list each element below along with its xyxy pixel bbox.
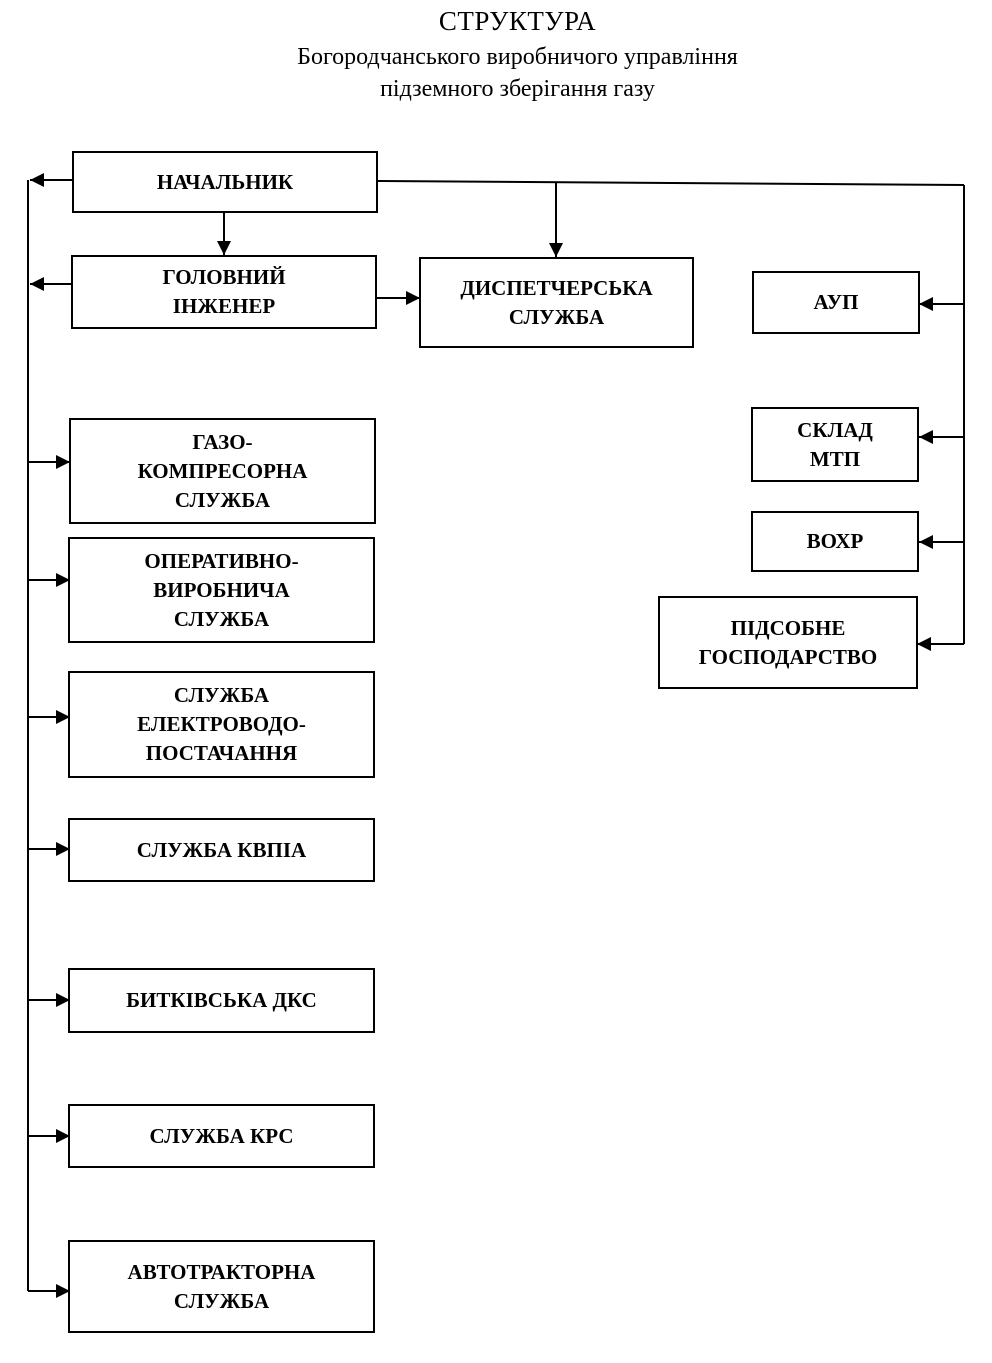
kvpia-label: СЛУЖБА КВПІА (136, 837, 307, 862)
aup-label: АУП (813, 290, 859, 314)
dispatch-box: ДИСПЕТЧЕРСЬКА СЛУЖБА (419, 257, 694, 348)
chief-engineer-box: ГОЛОВНИЙ ІНЖЕНЕР (71, 255, 377, 329)
guard-label: ВОХР (806, 529, 864, 553)
guard-box: ВОХР (751, 511, 919, 572)
auxiliary-farm-label: ПІДСОБНЕ ГОСПОДАРСТВО (698, 615, 878, 669)
diagram-subtitle-line1: Богородчанського виробничого управління (297, 44, 738, 70)
dispatch-label: ДИСПЕТЧЕРСЬКА СЛУЖБА (460, 275, 653, 329)
operational-box: ОПЕРАТИВНО- ВИРОБНИЧА СЛУЖБА (68, 537, 375, 643)
diagram-title: СТРУКТУРА (438, 6, 597, 36)
motor-tractor-label: АВТОТРАКТОРНА СЛУЖБА (127, 1259, 316, 1313)
gas-compressor-box: ГАЗО- КОМПРЕСОРНА СЛУЖБА (69, 418, 376, 524)
warehouse-label: СКЛАД МТП (797, 417, 873, 471)
krs-label: СЛУЖБА КРС (149, 1123, 294, 1148)
head-box: НАЧАЛЬНИК (72, 151, 378, 213)
auxiliary-farm-box: ПІДСОБНЕ ГОСПОДАРСТВО (658, 596, 918, 689)
motor-tractor-box: АВТОТРАКТОРНА СЛУЖБА (68, 1240, 375, 1333)
head-label: НАЧАЛЬНИК (156, 169, 294, 194)
kvpia-box: СЛУЖБА КВПІА (68, 818, 375, 882)
head-right-line (376, 180, 965, 186)
diagram-subtitle-line2: підземного зберігання газу (380, 76, 655, 102)
bytkiv-dks-box: БИТКІВСЬКА ДКС (68, 968, 375, 1033)
warehouse-box: СКЛАД МТП (751, 407, 919, 482)
operational-label: ОПЕРАТИВНО- ВИРОБНИЧА СЛУЖБА (144, 548, 299, 631)
bytkiv-dks-label: БИТКІВСЬКА ДКС (126, 988, 317, 1012)
gas-compressor-label: ГАЗО- КОМПРЕСОРНА СЛУЖБА (137, 429, 308, 512)
krs-box: СЛУЖБА КРС (68, 1104, 375, 1168)
power-water-box: СЛУЖБА ЕЛЕКТРОВОДО- ПОСТАЧАННЯ (68, 671, 375, 778)
power-water-label: СЛУЖБА ЕЛЕКТРОВОДО- ПОСТАЧАННЯ (137, 683, 306, 765)
chief-engineer-label: ГОЛОВНИЙ ІНЖЕНЕР (162, 265, 286, 318)
aup-box: АУП (752, 271, 920, 334)
